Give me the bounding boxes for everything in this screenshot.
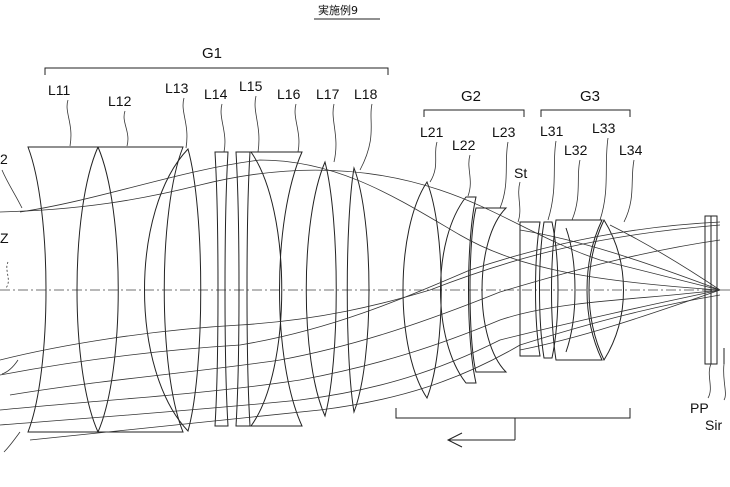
lens-l34: [588, 218, 624, 362]
lens-l32-label: L32: [564, 142, 588, 158]
ray-9: [519, 229, 721, 291]
group-g1-bracket: [44, 67, 389, 75]
leader-l33: [599, 137, 609, 221]
leader-l18: [359, 103, 373, 171]
lens-l23: [469, 207, 508, 373]
leader-l34: [623, 159, 635, 223]
group-g2-label: G2: [461, 88, 481, 105]
left-partial-leader-bottom: [1, 359, 19, 375]
leader-l17: [332, 103, 337, 163]
leader-l23: [499, 141, 509, 209]
lens-l16: [250, 151, 303, 427]
lens-l23-label: L23: [492, 124, 516, 140]
leader-l32: [571, 159, 581, 221]
left-partial-label-top: 2: [0, 151, 8, 167]
lens-l14: [214, 151, 229, 427]
lens-l17: [305, 160, 337, 418]
lens-l32: [551, 219, 603, 361]
leader-l12: [123, 110, 129, 147]
lens-l12-label: L12: [108, 93, 132, 109]
ray-3: [0, 224, 721, 361]
lens-l17-label: L17: [316, 86, 340, 102]
leader-l16: [294, 103, 300, 153]
sensor-label: Sir: [705, 417, 722, 433]
lens-l14-label: L14: [204, 86, 228, 102]
lens-l34-label: L34: [619, 142, 643, 158]
focus-move-bracket: [395, 408, 631, 419]
ray-5: [9, 239, 721, 396]
figure-title: 実施例9: [318, 3, 358, 17]
ray-2: [19, 159, 721, 291]
lens-l33-label: L33: [592, 120, 616, 136]
leader-l11: [66, 99, 72, 147]
leader-sensor: [723, 363, 726, 401]
left-partial-label-middle: Z: [0, 230, 9, 246]
group-g2-bracket: [423, 109, 525, 117]
leader-pp: [707, 363, 712, 399]
lens-l22-label: L22: [452, 137, 476, 153]
lens-l31-label: L31: [540, 123, 564, 139]
group-g3-label: G3: [580, 88, 600, 105]
stop-label: St: [514, 165, 527, 181]
leader-l15: [254, 95, 260, 153]
lens-l21-label: L21: [420, 124, 444, 140]
lens-l12: [97, 146, 184, 433]
aperture-stop: [519, 221, 541, 357]
lens-l13-label: L13: [165, 80, 189, 96]
ray-4: [0, 221, 721, 376]
prism-label: PP: [690, 400, 709, 416]
ray-7: [0, 289, 721, 426]
ray-1: [0, 169, 721, 291]
leader-l13: [182, 97, 188, 149]
lens-l22: [440, 196, 477, 384]
left-partial-leader-bottom2: [3, 431, 21, 453]
leader-l21: [429, 141, 438, 183]
lens-l16-label: L16: [277, 86, 301, 102]
ray-11: [609, 224, 721, 291]
ray-10: [519, 289, 721, 351]
lens-l31: [539, 221, 559, 359]
leader-st: [517, 181, 521, 223]
lens-l15: [235, 151, 251, 427]
lens-l11-label: L11: [48, 82, 71, 98]
left-partial-leader-top: [1, 169, 23, 209]
lens-l18: [346, 166, 370, 414]
lens-l11: [27, 146, 99, 433]
group-g1-label: G1: [202, 45, 222, 62]
focus-move-arrowhead-icon: [446, 432, 463, 448]
lens-l21: [402, 180, 442, 400]
lens-l13: [144, 148, 202, 432]
group-g3-bracket: [540, 109, 631, 117]
leader-l22: [467, 154, 471, 197]
leader-l14: [220, 103, 226, 153]
ray-6: [0, 289, 721, 411]
lens-l18-label: L18: [354, 86, 378, 102]
dashed-field-mark: [5, 261, 9, 289]
leader-l31: [547, 140, 557, 221]
lens-l15-label: L15: [239, 78, 263, 94]
ray-8: [29, 294, 721, 441]
